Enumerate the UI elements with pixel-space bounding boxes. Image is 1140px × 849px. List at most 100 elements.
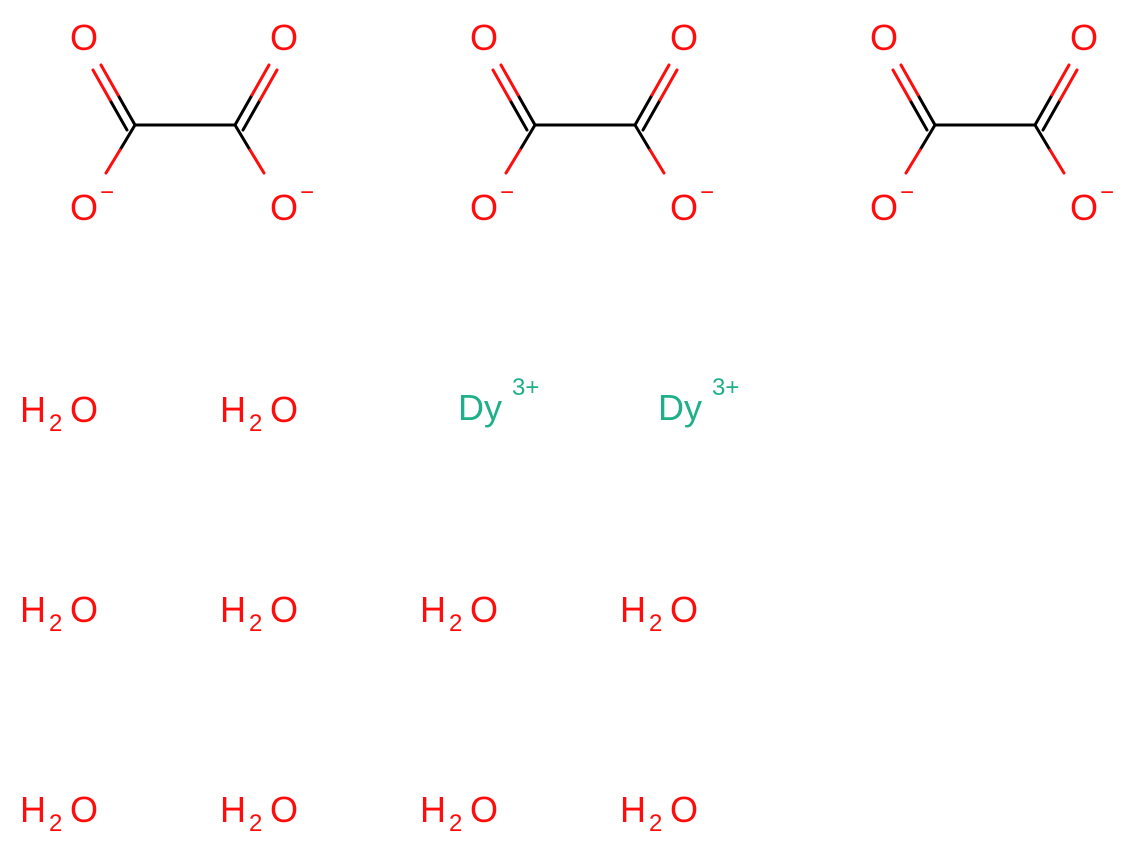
c-o-single-bond: [633, 123, 652, 152]
water-molecule: H 2 O: [20, 589, 98, 637]
hydrogen-atom: H: [420, 589, 446, 630]
subscript-2: 2: [649, 610, 662, 637]
oxygen-atom: O: [270, 589, 298, 630]
charge-label: −: [500, 179, 514, 206]
oxygen-atom: O: [870, 187, 898, 228]
hydrogen-atom: H: [220, 589, 246, 630]
c-o-double-bond: [491, 68, 512, 102]
c-o-double-bond: [650, 63, 671, 97]
c-o-single-bond: [1048, 148, 1066, 175]
oxygen-atom: O: [470, 789, 498, 830]
dysprosium-ion-1: Dy 3+: [458, 374, 539, 428]
hydrogen-atom: H: [220, 789, 246, 830]
oxygen-atom: O: [670, 187, 698, 228]
charge-label: 3+: [712, 374, 739, 401]
oxalate-ion-3: O O O − O −: [870, 17, 1114, 228]
charge-label: −: [700, 179, 714, 206]
c-o-single-bond: [648, 148, 666, 175]
hydrogen-atom: H: [220, 389, 246, 430]
water-molecule: H 2 O: [220, 589, 298, 637]
c-o-double-bond: [899, 63, 920, 97]
c-o-single-bond: [248, 148, 266, 175]
c-o-single-bond: [918, 123, 937, 152]
c-o-single-bond: [233, 123, 252, 152]
charge-label: −: [300, 179, 314, 206]
dy-symbol: Dy: [658, 387, 702, 428]
c-o-double-bond: [516, 93, 537, 127]
subscript-2: 2: [449, 610, 462, 637]
oxygen-atom: O: [470, 17, 498, 58]
oxygen-atom: O: [1070, 187, 1098, 228]
c-o-single-bond: [904, 148, 922, 175]
c-o-double-bond: [508, 98, 529, 132]
charge-label: 3+: [512, 374, 539, 401]
c-o-single-bond: [504, 148, 522, 175]
c-o-double-bond: [916, 93, 937, 127]
water-molecule: H 2 O: [620, 789, 698, 837]
oxygen-atom: O: [670, 589, 698, 630]
c-o-double-bond: [908, 98, 929, 132]
dysprosium-ion-2: Dy 3+: [658, 374, 739, 428]
c-o-double-bond: [641, 98, 662, 132]
hydrogen-atom: H: [20, 389, 46, 430]
oxygen-atom: O: [270, 789, 298, 830]
oxalate-ion-1: O O O − O −: [70, 17, 314, 228]
oxygen-atom: O: [70, 789, 98, 830]
c-o-double-bond: [116, 93, 137, 127]
hydrogen-atom: H: [420, 789, 446, 830]
c-o-double-bond: [91, 68, 112, 102]
hydrogen-atom: H: [20, 589, 46, 630]
subscript-2: 2: [249, 610, 262, 637]
water-molecule: H 2 O: [420, 589, 498, 637]
subscript-2: 2: [449, 810, 462, 837]
oxygen-atom: O: [70, 187, 98, 228]
water-molecule: H 2 O: [20, 389, 98, 437]
c-o-double-bond: [108, 98, 129, 132]
subscript-2: 2: [649, 810, 662, 837]
c-o-double-bond: [499, 63, 520, 97]
c-o-double-bond: [1058, 68, 1079, 102]
c-o-double-bond: [258, 68, 279, 102]
oxalate-ion-2: O O O − O −: [470, 17, 714, 228]
hydrogen-atom: H: [620, 589, 646, 630]
c-o-single-bond: [118, 123, 137, 152]
dy-symbol: Dy: [458, 387, 502, 428]
c-o-double-bond: [250, 63, 271, 97]
c-o-double-bond: [1033, 93, 1054, 127]
charge-label: −: [1100, 179, 1114, 206]
oxygen-atom: O: [870, 17, 898, 58]
c-o-double-bond: [658, 68, 679, 102]
c-o-single-bond: [104, 148, 122, 175]
water-molecule: H 2 O: [220, 389, 298, 437]
oxygen-atom: O: [70, 589, 98, 630]
c-o-double-bond: [633, 93, 654, 127]
oxygen-atom: O: [470, 589, 498, 630]
subscript-2: 2: [49, 810, 62, 837]
water-molecule: H 2 O: [220, 789, 298, 837]
charge-label: −: [100, 179, 114, 206]
water-molecule: H 2 O: [420, 789, 498, 837]
subscript-2: 2: [49, 410, 62, 437]
oxygen-atom: O: [270, 17, 298, 58]
oxygen-atom: O: [70, 389, 98, 430]
c-o-double-bond: [99, 63, 120, 97]
c-o-single-bond: [518, 123, 537, 152]
c-o-double-bond: [891, 68, 912, 102]
oxygen-atom: O: [270, 389, 298, 430]
oxygen-atom: O: [670, 789, 698, 830]
c-o-double-bond: [233, 93, 254, 127]
subscript-2: 2: [49, 610, 62, 637]
oxygen-atom: O: [470, 187, 498, 228]
c-o-double-bond: [241, 98, 262, 132]
c-o-double-bond: [1041, 98, 1062, 132]
subscript-2: 2: [249, 810, 262, 837]
c-o-double-bond: [1050, 63, 1071, 97]
hydrogen-atom: H: [20, 789, 46, 830]
oxygen-atom: O: [1070, 17, 1098, 58]
oxygen-atom: O: [70, 17, 98, 58]
oxygen-atom: O: [670, 17, 698, 58]
hydrogen-atom: H: [620, 789, 646, 830]
c-o-single-bond: [1033, 123, 1052, 152]
water-molecule: H 2 O: [620, 589, 698, 637]
